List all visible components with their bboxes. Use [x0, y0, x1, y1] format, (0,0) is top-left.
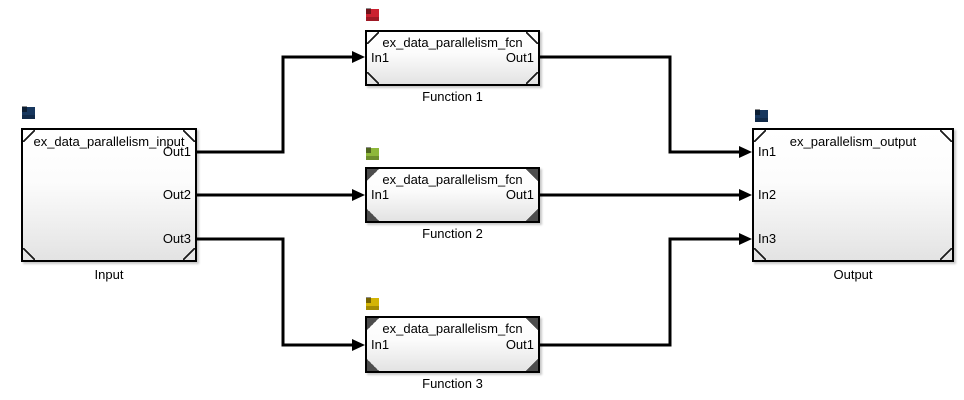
block-title: ex_parallelism_output [789, 134, 917, 149]
corner-notch-icon [754, 248, 766, 260]
port-in1: In1 [371, 337, 390, 352]
port-out1: Out1 [505, 337, 534, 352]
wire-input-out3-to-function3[interactable] [197, 237, 354, 347]
port-in1: In1 [371, 50, 390, 65]
block-title: ex_data_parallelism_fcn [382, 172, 523, 187]
model-badge-navy-icon [755, 109, 768, 122]
wire-function1-to-output-in1[interactable] [540, 55, 741, 154]
block-title: ex_data_parallelism_fcn [382, 35, 523, 50]
port-in3: In3 [758, 231, 777, 246]
model-badge-navy-icon [22, 106, 35, 119]
corner-notch-icon [940, 248, 952, 260]
model-badge-green-icon [366, 147, 379, 160]
port-out3: Out3 [162, 231, 191, 246]
corner-notch-icon [526, 72, 538, 84]
block-function1[interactable]: ex_data_parallelism_fcn In1 Out1 [365, 30, 540, 86]
corner-notch-icon [367, 359, 379, 371]
port-out1: Out1 [162, 144, 191, 159]
arrowhead-icon [739, 233, 752, 245]
arrowhead-icon [352, 189, 365, 201]
block-function3[interactable]: ex_data_parallelism_fcn In1 Out1 [365, 316, 540, 373]
arrowhead-icon [352, 51, 365, 63]
port-in2: In2 [758, 187, 777, 202]
corner-notch-icon [526, 209, 538, 221]
port-out1: Out1 [505, 50, 534, 65]
block-caption-function1: Function 1 [422, 89, 483, 104]
corner-notch-icon [367, 209, 379, 221]
arrowhead-icon [739, 189, 752, 201]
corner-notch-icon [367, 72, 379, 84]
corner-notch-icon [183, 248, 195, 260]
block-title: ex_data_parallelism_fcn [382, 321, 523, 336]
wire-input-out1-to-function1[interactable] [197, 55, 354, 154]
port-in1: In1 [371, 187, 390, 202]
corner-notch-icon [526, 359, 538, 371]
port-out2: Out2 [162, 187, 191, 202]
block-input[interactable]: ex_data_parallelism_input Out1 Out2 Out3 [21, 128, 197, 262]
model-badge-red-icon [366, 8, 379, 21]
block-output[interactable]: ex_parallelism_output In1 In2 In3 [752, 128, 954, 262]
block-caption-input: Input [94, 267, 124, 282]
port-out1: Out1 [505, 187, 534, 202]
block-caption-function2: Function 2 [422, 226, 483, 241]
block-title: ex_data_parallelism_input [33, 134, 185, 149]
arrowhead-icon [352, 339, 365, 351]
block-caption-function3: Function 3 [422, 376, 483, 391]
wire-function3-to-output-in3[interactable] [540, 237, 741, 347]
block-function2[interactable]: ex_data_parallelism_fcn In1 Out1 [365, 167, 540, 223]
corner-notch-icon [23, 248, 35, 260]
arrowhead-icon [739, 146, 752, 158]
model-badge-yellow-icon [366, 297, 379, 310]
block-caption-output: Output [833, 267, 873, 282]
port-in1: In1 [758, 144, 777, 159]
